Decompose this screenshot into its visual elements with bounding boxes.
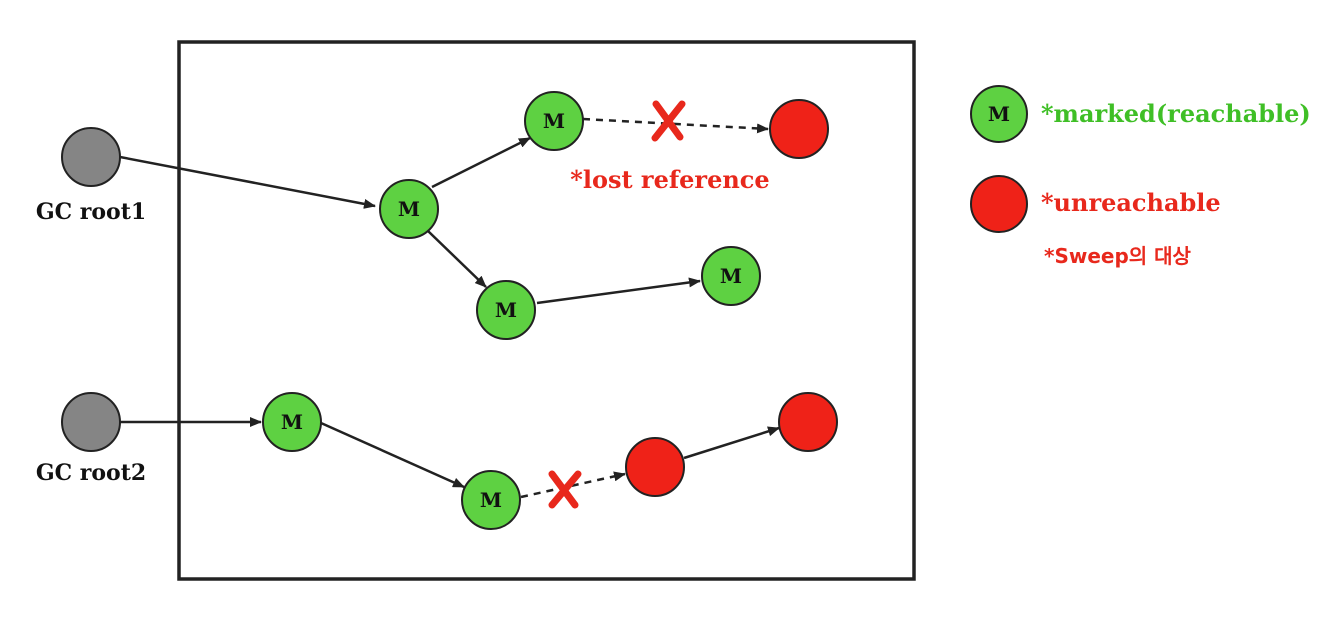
edge-m3-to-m4	[536, 277, 701, 305]
marked-node-3-letter: M	[495, 298, 517, 322]
marked-node-1: M	[379, 179, 439, 239]
legend-marked-text: *marked(reachable)	[1041, 99, 1311, 128]
edge-m5-to-m6	[320, 421, 465, 489]
marked-node-3: M	[476, 280, 536, 340]
marked-node-2: M	[524, 91, 584, 151]
unreachable-node-3	[778, 392, 838, 452]
lost-reference-cross-icon-2	[548, 470, 582, 509]
edge-m2-to-red1-lost	[582, 117, 769, 134]
unreachable-node-1	[769, 99, 829, 159]
gc-root2-label: GC root2	[36, 460, 146, 486]
marked-node-4: M	[701, 246, 761, 306]
marked-node-5: M	[262, 392, 322, 452]
gc-root1-node	[61, 127, 121, 187]
marked-node-6-letter: M	[480, 488, 502, 512]
gc-root1-label: GC root1	[36, 199, 146, 225]
unreachable-node-2	[625, 437, 685, 497]
marked-node-6: M	[461, 470, 521, 530]
edge-red2-to-red3	[683, 426, 780, 460]
gc-root2-node	[61, 392, 121, 452]
edge-root1-to-m1	[119, 155, 376, 209]
legend-unreachable-text: *unreachable	[1041, 188, 1221, 217]
lost-reference-label: *lost reference	[570, 165, 769, 194]
heap-boundary	[177, 40, 916, 581]
legend-marked-swatch: M	[970, 85, 1028, 143]
legend-sweep-text: *Sweep의 대상	[1044, 244, 1192, 268]
lost-reference-cross-icon	[651, 100, 686, 142]
edge-m1-to-m2	[431, 136, 531, 189]
marked-node-4-letter: M	[720, 264, 742, 288]
marked-node-5-letter: M	[281, 410, 303, 434]
marked-node-2-letter: M	[543, 109, 565, 133]
legend-marked-letter: M	[988, 102, 1010, 126]
legend-unreachable-swatch	[970, 175, 1028, 233]
legend: M *marked(reachable) *unreachable *Sweep…	[970, 85, 1311, 268]
edge-m1-to-m3	[427, 230, 487, 288]
marked-node-1-letter: M	[398, 197, 420, 221]
edge-m6-to-red2-lost	[520, 471, 626, 499]
